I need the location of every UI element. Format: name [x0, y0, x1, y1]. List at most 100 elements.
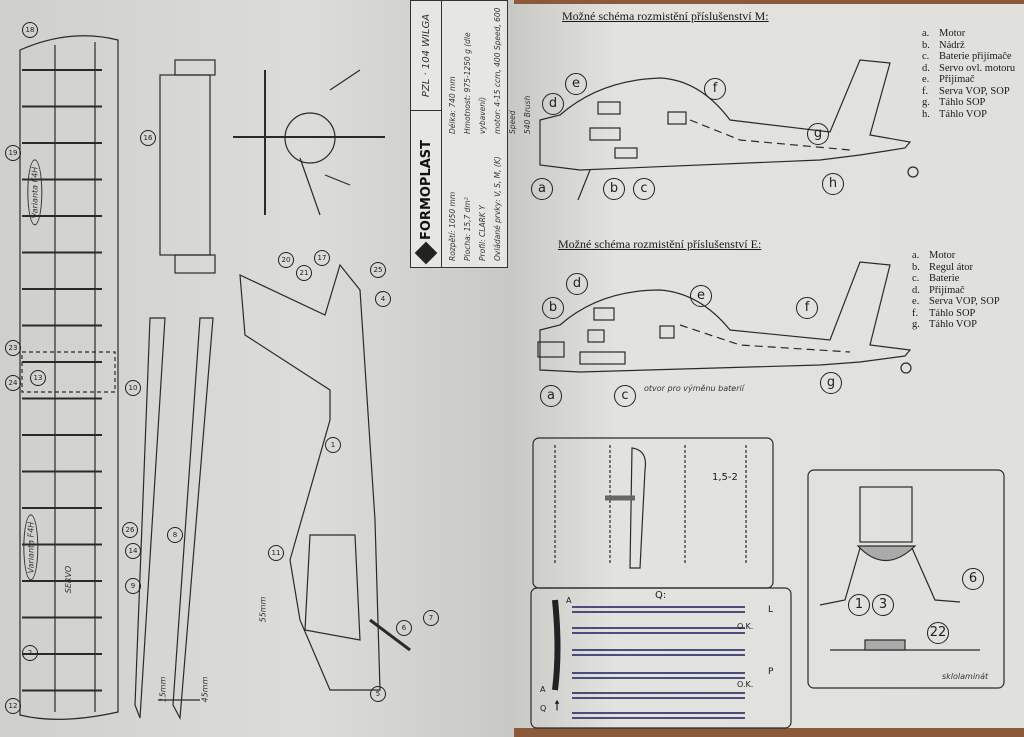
callout-marker: 9 [125, 578, 141, 594]
legend-item: c. Baterie přijímače [922, 51, 1015, 63]
legend-label: Baterie [929, 273, 960, 284]
legend-key: b. [912, 261, 920, 273]
dimension-45mm: 45mm [200, 676, 210, 703]
legend-item: d.Přijímač [912, 285, 1000, 297]
legend-label: Přijímač [929, 284, 965, 296]
legend-item: a. Motor [912, 250, 1000, 262]
callout-marker: 1 [848, 594, 870, 616]
scheme-m-drawing [539, 59, 919, 201]
callout-marker: d [542, 93, 564, 115]
legend-item: a. Motor [922, 28, 1015, 40]
callout-marker: 1 [325, 437, 341, 453]
wing-drawing [19, 35, 119, 720]
legend-label: Nádrž [939, 39, 965, 51]
legend-label: Táhlo SOP [939, 97, 986, 108]
scheme-e-drawing [537, 261, 912, 374]
callout-marker: a [531, 178, 553, 200]
spec-controls: Ovládané prvky: V, S, M, (K) [493, 156, 502, 261]
callout-marker: c [614, 385, 636, 407]
arrow-up-icon: 🠕 [554, 699, 561, 714]
legend-key: d. [922, 62, 930, 74]
variant-label-bottom: Varianta F4H [23, 514, 39, 581]
spec-motor: motor: 4-15 ccm, 400 Speed, 600 Speed [493, 7, 517, 134]
callout-marker: c [633, 178, 655, 200]
callout-marker: g [807, 123, 829, 145]
callout-marker: 16 [140, 130, 156, 146]
callout-marker: 12 [5, 698, 21, 714]
hinge-dimension: 1,5-2 [712, 472, 738, 483]
callout-marker: 23 [5, 340, 21, 356]
specs-right: Délka: 740 mm Hmotnost: 975-1250 g (dle … [445, 7, 535, 134]
callout-marker: 6 [962, 568, 984, 590]
legend-key: a. [912, 250, 920, 261]
spec-profile: Profil: CLARK Y [478, 205, 487, 261]
callout-marker: 20 [278, 252, 294, 268]
legend-key: g. [912, 319, 920, 330]
legend-item: e. Serva VOP, SOP [912, 296, 1000, 308]
callout-marker: 3 [872, 594, 894, 616]
callout-marker: 7 [423, 610, 439, 626]
legend-key: f. [912, 307, 919, 319]
callout-marker: f [796, 297, 818, 319]
legend-label: Baterie přijímače [939, 51, 1012, 62]
callout-marker: f [704, 78, 726, 100]
callout-marker: 8 [167, 527, 183, 543]
legend-key: b. [922, 39, 930, 51]
legend-label: Táhlo VOP [929, 319, 977, 330]
legend-item: h.Táhlo VOP [922, 109, 1015, 121]
scheme-m-heading: Možné schéma rozmistění příslušenství M: [562, 9, 769, 23]
callout-marker: b [603, 178, 625, 200]
scheme-e-heading: Možné schéma rozmistění příslušenství E: [558, 237, 762, 251]
legend-key: e. [922, 74, 930, 85]
callout-marker: 2 [22, 645, 38, 661]
q-ok-1: O.K. [737, 622, 754, 631]
legend-key: c. [922, 51, 930, 62]
legend-key: e. [912, 296, 920, 307]
legend-item: d.Servo ovl. motoru [922, 63, 1015, 75]
callout-marker: 22 [927, 622, 949, 644]
spec-span: Rozpětí: 1050 mm [448, 191, 457, 261]
legend-key: a. [922, 28, 930, 39]
callout-marker: 19 [5, 145, 21, 161]
servo-label: SERVO [64, 565, 74, 594]
dimension-55mm: 55mm [258, 596, 268, 623]
legend-label: Motor [939, 28, 966, 39]
callout-marker: 17 [314, 250, 330, 266]
legend-key: c. [912, 273, 920, 284]
legend-item: f. Táhlo SOP [912, 308, 1000, 320]
legend-item: g.Táhlo SOP [922, 97, 1015, 109]
callout-marker: 5 [370, 686, 386, 702]
callout-marker: a [540, 385, 562, 407]
battery-hatch-note: otvor pro výměnu baterií [644, 384, 744, 393]
q-right-label: P [768, 667, 774, 677]
q-left-label: L [768, 605, 774, 615]
brand-logo: FORMOPLAST [411, 110, 441, 267]
legend-item: e.Přijímač [922, 74, 1015, 86]
legend-label: Serva VOP, SOP [939, 85, 1010, 97]
specs-left: Rozpětí: 1050 mm Plocha: 15,7 dm² Profil… [445, 134, 535, 261]
legend-item: f. Serva VOP, SOP [922, 86, 1015, 98]
legend-item: b. Regul átor [912, 262, 1000, 274]
callout-marker: e [690, 285, 712, 307]
legend-label: Táhlo VOP [939, 108, 987, 120]
legend-key: f. [922, 85, 929, 97]
legend-label: Serva VOP, SOP [929, 296, 1000, 307]
legend-label: Motor [929, 250, 956, 261]
callout-marker: g [820, 372, 842, 394]
callout-marker: 6 [396, 620, 412, 636]
callout-marker: b [542, 297, 564, 319]
callout-marker: 21 [296, 265, 312, 281]
callout-marker: 26 [122, 522, 138, 538]
legend-label: Regul átor [929, 261, 974, 273]
legend-label: Táhlo SOP [929, 307, 976, 319]
callout-marker: 18 [22, 22, 38, 38]
legend-item: b. Nádrž [922, 40, 1015, 52]
spec-length: Délka: 740 mm [448, 76, 457, 134]
spec-weight: Hmotnost: 975-1250 g (dle vybavení) [463, 32, 487, 134]
callout-marker: 11 [268, 545, 284, 561]
variant-label-top: Varianta F4H [27, 159, 43, 226]
q-ok-2: O.K. [737, 680, 754, 689]
